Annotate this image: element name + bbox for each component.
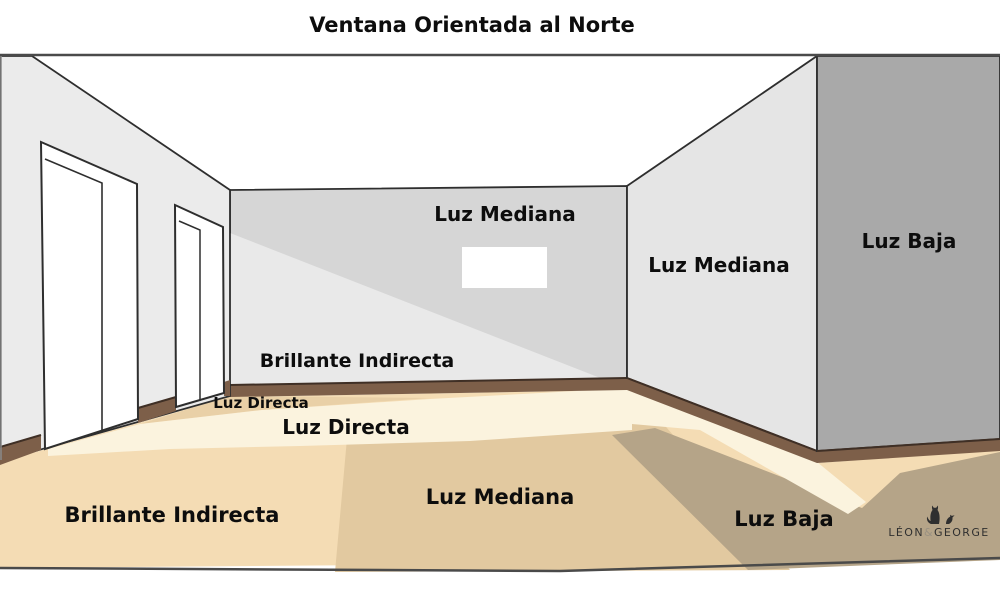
logo-animals — [926, 505, 955, 524]
label-floor-direct: Luz Directa — [282, 415, 410, 439]
label-right-wall-medium: Luz Mediana — [648, 253, 790, 277]
label-floor-low: Luz Baja — [734, 507, 834, 531]
floor-edge-line — [0, 556, 1000, 573]
door-left-inner-frame — [44, 158, 103, 431]
label-far-wall-low: Luz Baja — [861, 229, 957, 253]
label-floor-medium: Luz Mediana — [425, 485, 575, 509]
left-baseboard-2 — [138, 397, 176, 423]
logo-wordmark: LÉON&GEORGE — [875, 526, 1000, 539]
right-baseboard-edge — [626, 377, 818, 452]
cat-icon — [926, 505, 940, 524]
logo-ampersand: & — [923, 526, 934, 539]
door-left — [39, 140, 140, 451]
floor-direct-beam — [48, 388, 632, 456]
far-wall-baseboard — [817, 439, 1000, 463]
label-back-wall-medium: Luz Mediana — [434, 202, 576, 226]
brand-logo: LÉON&GEORGE — [875, 499, 1000, 539]
left-baseboard-1 — [0, 435, 41, 465]
label-floor-direct-small: Luz Directa — [213, 394, 309, 412]
door-right-inner-frame — [178, 220, 201, 401]
left-baseboard-3 — [224, 380, 230, 396]
far-wall — [816, 55, 1000, 452]
left-baseboard-1-edge — [0, 434, 42, 448]
back-wall-light-wedge — [230, 233, 608, 386]
window — [462, 247, 547, 288]
back-baseboard-edge — [229, 377, 628, 386]
floor-direct-beam-right — [632, 388, 866, 514]
logo-last: GEORGE — [933, 526, 990, 539]
far-baseboard-edge — [816, 438, 1000, 452]
label-floor-bright-indirect: Brillante Indirecta — [64, 503, 280, 527]
left-baseboard-2-edge — [137, 396, 177, 409]
floor-low-zone — [612, 428, 1000, 570]
label-wall-bright-indirect: Brillante Indirecta — [259, 350, 455, 372]
bird-icon — [946, 514, 955, 524]
logo-first: LÉON — [888, 526, 924, 539]
right-wall-baseboard — [627, 378, 817, 463]
diagram-title: Ventana Orientada al Norte — [309, 13, 635, 37]
back-wall-baseboard — [230, 378, 627, 397]
floor-direct-strip — [140, 396, 430, 424]
